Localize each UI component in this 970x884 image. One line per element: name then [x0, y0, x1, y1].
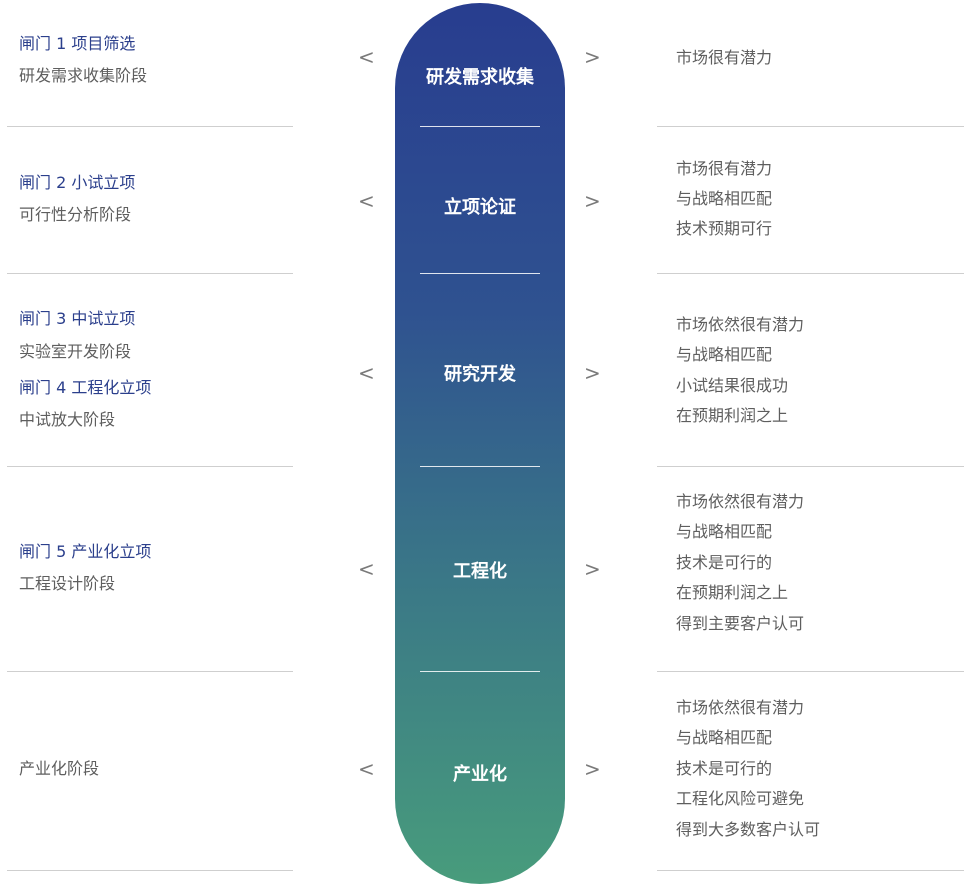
- criterion: 技术是可行的: [676, 553, 773, 572]
- right-divider: [657, 671, 964, 672]
- criterion: 在预期利润之上: [676, 583, 789, 602]
- stage-separator: [420, 273, 540, 274]
- stage-label: 研发需求收集: [426, 67, 534, 88]
- criterion: 与战略相匹配: [676, 522, 773, 541]
- phase-label: 实验室开发阶段: [19, 342, 132, 361]
- stage-separator: [420, 466, 540, 467]
- chevron-right-icon: >: [584, 45, 601, 69]
- phase-label: 产业化阶段: [19, 759, 100, 778]
- chevron-left-icon: <: [358, 757, 375, 781]
- left-divider: [7, 870, 293, 871]
- criterion: 市场依然很有潜力: [676, 315, 805, 334]
- gate-label: 闸门 3 中试立项: [19, 309, 136, 328]
- left-divider: [7, 273, 293, 274]
- criterion: 市场很有潜力: [676, 48, 773, 67]
- left-divider: [7, 671, 293, 672]
- phase-label: 工程设计阶段: [19, 574, 116, 593]
- stage-label: 立项论证: [444, 197, 516, 218]
- phase-label: 研发需求收集阶段: [19, 66, 148, 85]
- chevron-left-icon: <: [358, 45, 375, 69]
- criterion: 技术预期可行: [676, 219, 773, 238]
- stage-label: 工程化: [453, 561, 507, 582]
- left-divider: [7, 126, 293, 127]
- right-divider: [657, 466, 964, 467]
- phase-label: 可行性分析阶段: [19, 205, 132, 224]
- criterion: 得到大多数客户认可: [676, 820, 821, 839]
- right-divider: [657, 273, 964, 274]
- criterion: 与战略相匹配: [676, 728, 773, 747]
- chevron-left-icon: <: [358, 189, 375, 213]
- chevron-right-icon: >: [584, 757, 601, 781]
- stage-pill: [395, 3, 565, 884]
- stage-separator: [420, 671, 540, 672]
- criterion: 与战略相匹配: [676, 345, 773, 364]
- criterion: 市场很有潜力: [676, 159, 773, 178]
- chevron-right-icon: >: [584, 189, 601, 213]
- criterion: 工程化风险可避免: [676, 789, 805, 808]
- criterion: 得到主要客户认可: [676, 614, 805, 633]
- right-divider: [657, 870, 964, 871]
- chevron-left-icon: <: [358, 557, 375, 581]
- gate-label: 闸门 2 小试立项: [19, 173, 136, 192]
- criterion: 与战略相匹配: [676, 189, 773, 208]
- stage-separator: [420, 126, 540, 127]
- gate-label: 闸门 1 项目筛选: [19, 34, 136, 53]
- gate-label: 闸门 4 工程化立项: [19, 378, 152, 397]
- gate-label: 闸门 5 产业化立项: [19, 542, 152, 561]
- phase-label: 中试放大阶段: [19, 410, 116, 429]
- criterion: 市场依然很有潜力: [676, 698, 805, 717]
- stage-label: 研究开发: [444, 364, 516, 385]
- chevron-left-icon: <: [358, 361, 375, 385]
- chevron-right-icon: >: [584, 361, 601, 385]
- chevron-right-icon: >: [584, 557, 601, 581]
- criterion: 技术是可行的: [676, 759, 773, 778]
- criterion: 在预期利润之上: [676, 406, 789, 425]
- right-divider: [657, 126, 964, 127]
- criterion: 市场依然很有潜力: [676, 492, 805, 511]
- left-divider: [7, 466, 293, 467]
- stage-label: 产业化: [453, 764, 507, 785]
- criterion: 小试结果很成功: [676, 376, 789, 395]
